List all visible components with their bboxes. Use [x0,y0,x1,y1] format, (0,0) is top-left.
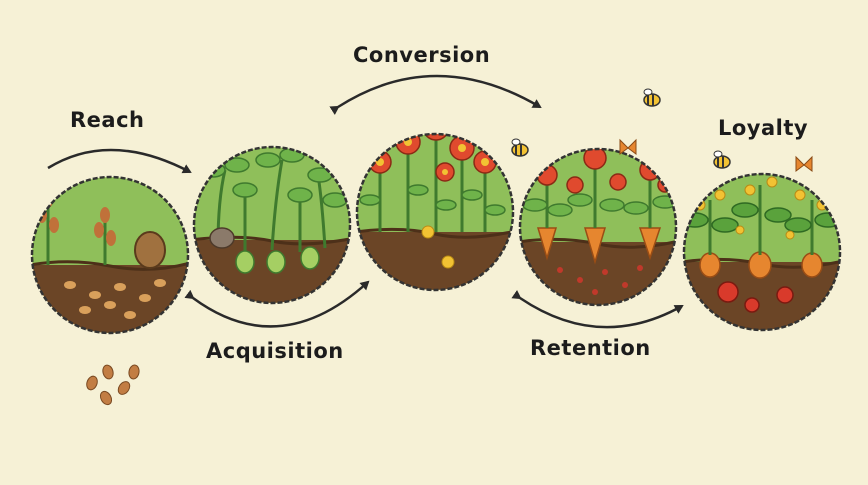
stage-label-acquisition: Acquisition [206,339,344,363]
acquisition-arrow [184,280,370,328]
retention-arrow [511,289,684,329]
acquisition-garden-circle [192,145,352,305]
bee-icon [643,88,661,107]
flow-arrows [47,74,684,329]
bee-icon [713,150,731,169]
conversion-garden-circle [355,132,515,292]
loyalty-garden-circle [682,172,842,332]
conversion-arrow [329,74,542,115]
stage-label-reach: Reach [70,108,145,132]
loose-seeds [86,364,140,406]
bee-icon [511,138,529,157]
reach-garden-circle [30,175,190,335]
reach-arrow [47,148,192,174]
stage-label-retention: Retention [530,336,651,360]
butterfly-icon [795,155,813,172]
stage-label-conversion: Conversion [353,43,491,67]
butterfly-icon [619,138,637,155]
retention-garden-circle [518,147,678,307]
stage-label-loyalty: Loyalty [718,116,809,140]
